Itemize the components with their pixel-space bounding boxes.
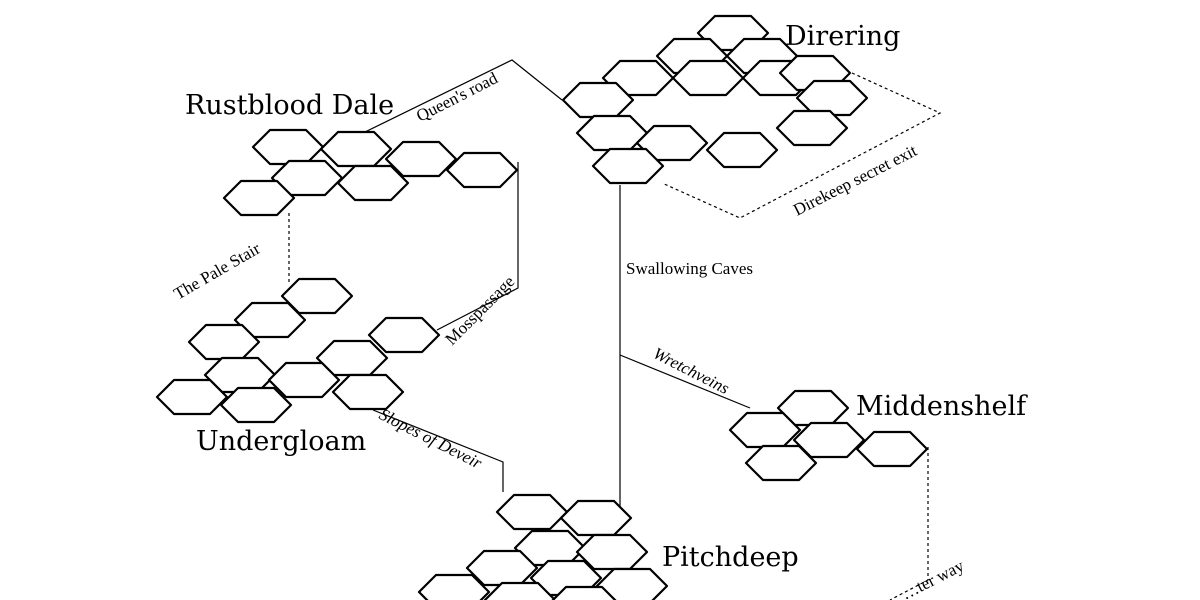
hex-tile [551,585,617,600]
hex-tile [855,430,929,468]
hex-tile [219,386,293,424]
hex-tile [561,81,635,119]
region-label-undergloam: Undergloam [196,426,366,457]
hex-tile [251,128,325,166]
direring-hex-cluster [561,14,869,185]
hex-tile [187,323,261,361]
path-label-lower-way: …ter way [898,556,967,600]
hex-tile [705,131,779,169]
hex-tile [744,444,818,482]
hex-tile [222,179,296,217]
hex-tile [465,549,539,587]
hex-tile [445,151,519,189]
direkeep-secret-exit-line [661,72,942,219]
middenshelf-hex-cluster [728,389,929,482]
hex-tile [495,493,569,531]
hex-tile [319,130,393,168]
wretchveins-line [619,354,751,409]
path-label-swallowing-caves: Swallowing Caves [626,259,753,278]
slopes-of-deveir-line [372,409,504,492]
region-label-middenshelf: Middenshelf [856,391,1028,422]
hex-tile [728,411,802,449]
hex-tile [267,361,341,399]
hex-tile [775,109,849,147]
region-label-pitchdeep: Pitchdeep [662,542,799,573]
hex-tile [367,316,441,354]
hex-tile [595,567,669,600]
hex-tile [417,573,491,600]
hex-tile [483,581,557,600]
hex-tile [384,140,458,178]
path-label-the-pale-stair: The Pale Stair [171,239,264,304]
mosspassage-line [436,162,519,331]
hex-tile [575,114,649,152]
path-label-slopes-of-deveir: Slopes of Deveir [376,405,485,473]
hex-tile [575,533,649,571]
path-label-direkeep-secret-exit: Direkeep secret exit [790,141,920,220]
hex-tile [559,499,633,537]
path-label-mosspassage: Mosspassage [441,272,518,349]
connections [288,59,942,600]
hex-tile [671,59,745,97]
hex-tile [331,373,405,411]
region-label-rustblood-dale: Rustblood Dale [185,90,394,121]
undergloam-hex-cluster [155,277,441,424]
path-label-queens-road: Queen's road [413,68,501,125]
hex-tile [591,147,665,185]
hex-tile [336,164,410,202]
queens-road-line [364,59,563,133]
pitchdeep-hex-cluster [417,493,669,600]
rustblood-dale-hex-cluster [222,128,519,217]
hex-tile [155,378,229,416]
region-label-direring: Direring [785,21,900,52]
lower-way-line [889,447,929,600]
path-label-wretchveins: Wretchveins [650,344,732,399]
